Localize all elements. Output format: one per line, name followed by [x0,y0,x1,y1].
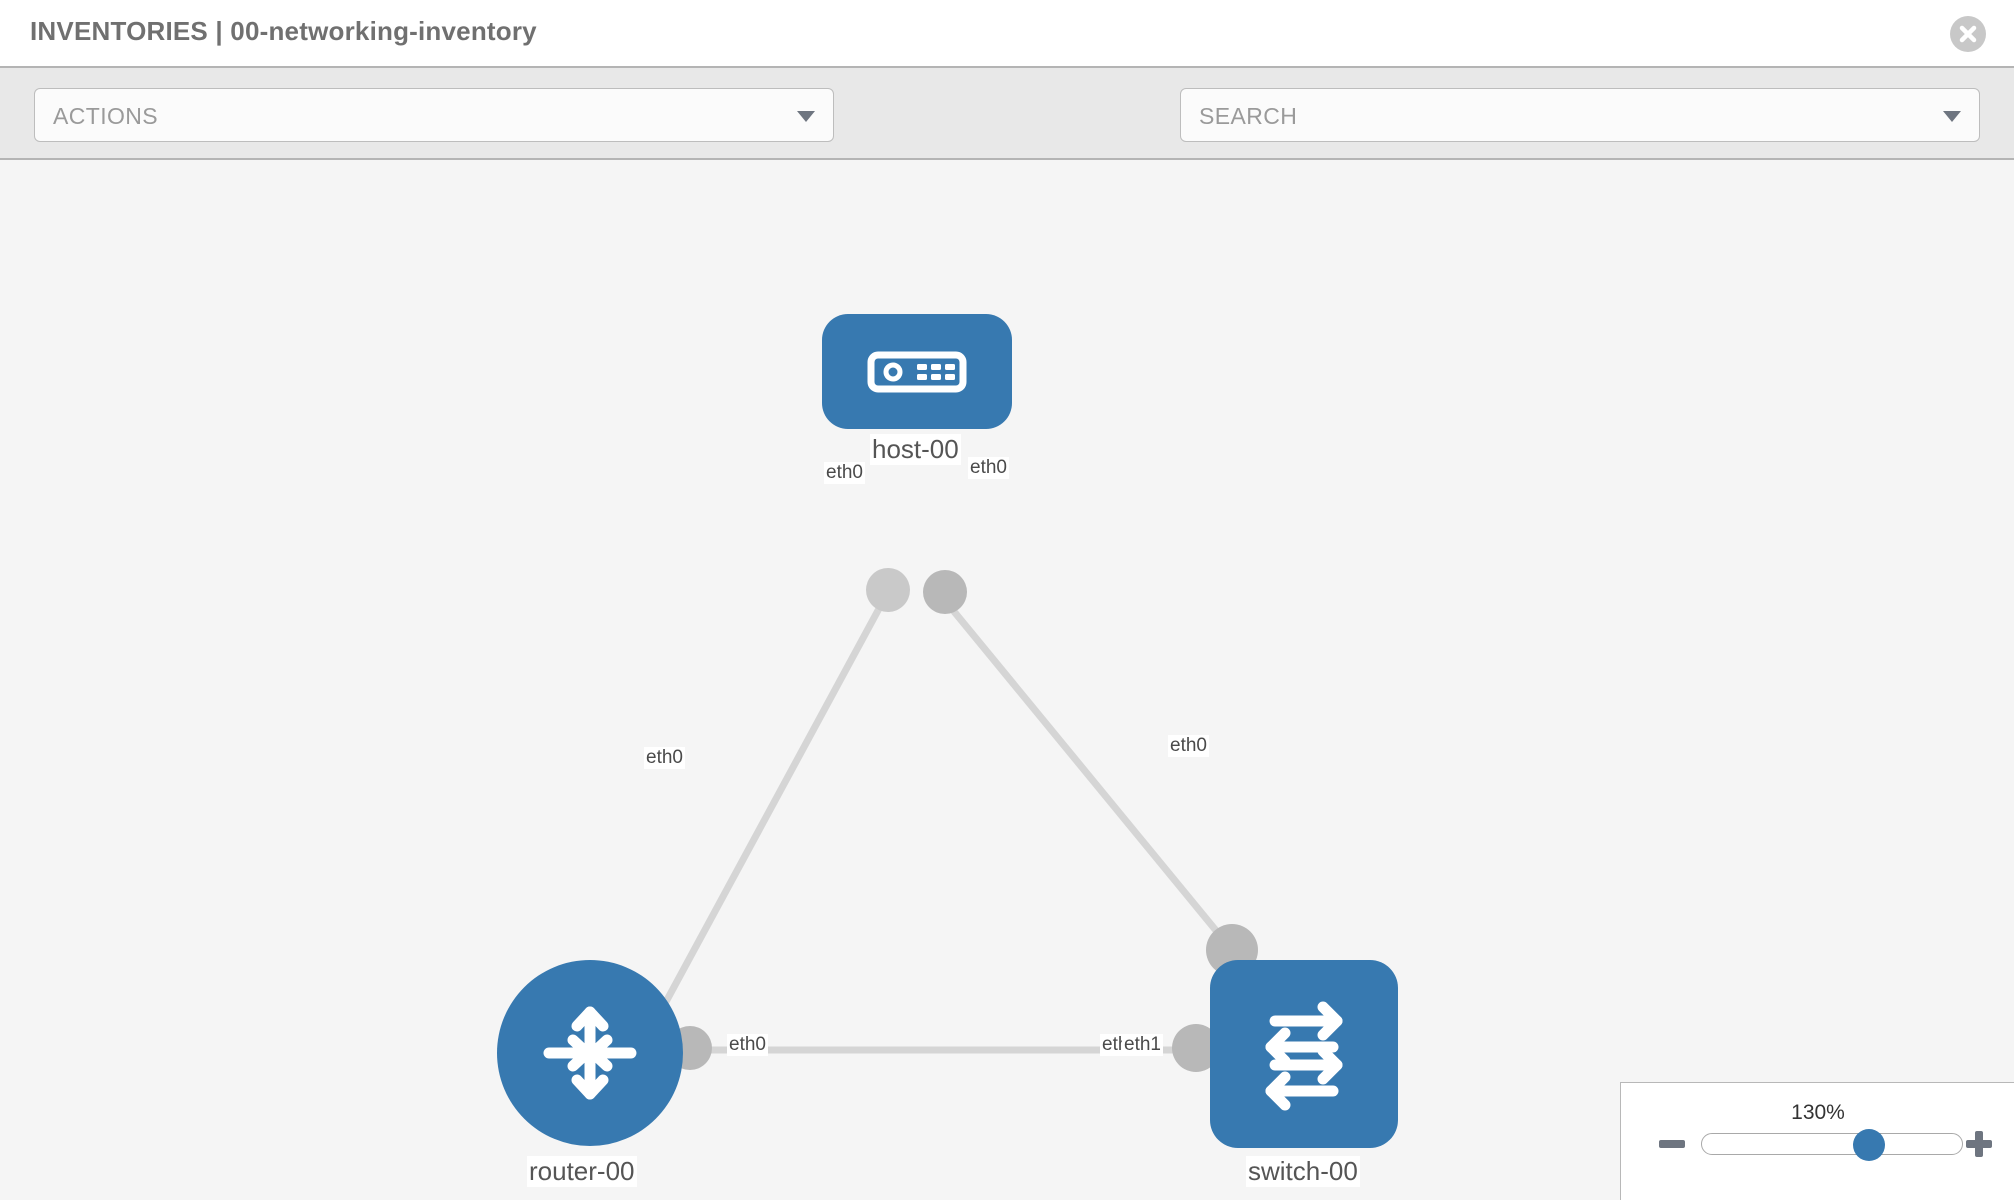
connector-switch-left [1172,1024,1220,1072]
node-label-router-00: router-00 [527,1156,637,1187]
page-header: INVENTORIES | 00-networking-inventory [0,0,2014,68]
edge-label-router-up: eth0 [644,747,685,769]
zoom-slider-track[interactable] [1701,1133,1963,1155]
switch-node-shape [1210,960,1398,1148]
edge-label-switch-up: eth0 [1168,735,1209,757]
router-node-shape [497,960,683,1146]
search-input[interactable]: SEARCH [1180,88,1980,142]
node-label-host-00: host-00 [870,434,961,465]
node-switch-00[interactable]: switch-00 [1210,960,1410,1200]
page-title: INVENTORIES | 00-networking-inventory [30,16,537,46]
link-host-switch [935,589,1235,953]
host-node-shape [822,314,1012,429]
connector-host-left [866,568,910,612]
actions-dropdown-label: ACTIONS [53,103,159,129]
zoom-out-button[interactable] [1659,1140,1685,1148]
node-label-switch-00: switch-00 [1246,1156,1360,1187]
zoom-in-button[interactable] [1966,1131,1992,1157]
close-icon[interactable] [1950,16,1986,52]
node-host-00[interactable]: host-00 [822,314,1012,544]
chevron-down-icon [797,111,815,122]
link-host-router [644,590,892,1037]
edge-label-host-left: eth0 [824,462,865,484]
connector-host-right [923,570,967,614]
chevron-down-icon [1943,111,1961,122]
zoom-control-panel: 130% [1620,1082,2014,1200]
edge-label-switch-left-b: eth1 [1122,1034,1163,1056]
server-icon [867,351,967,392]
zoom-level-label: 130% [1791,1101,1845,1124]
topology-canvas[interactable]: host-00 router-00 [0,160,2014,1200]
router-arrows-icon [543,1006,637,1100]
edge-label-host-right: eth0 [968,457,1009,479]
search-placeholder: SEARCH [1199,103,1298,129]
zoom-slider-thumb[interactable] [1853,1129,1885,1161]
switch-arrows-icon [1265,1001,1343,1111]
edge-label-router-right: eth0 [727,1034,768,1056]
node-router-00[interactable]: router-00 [497,960,687,1200]
actions-dropdown[interactable]: ACTIONS [34,88,834,142]
toolbar: ACTIONS SEARCH [0,68,2014,200]
